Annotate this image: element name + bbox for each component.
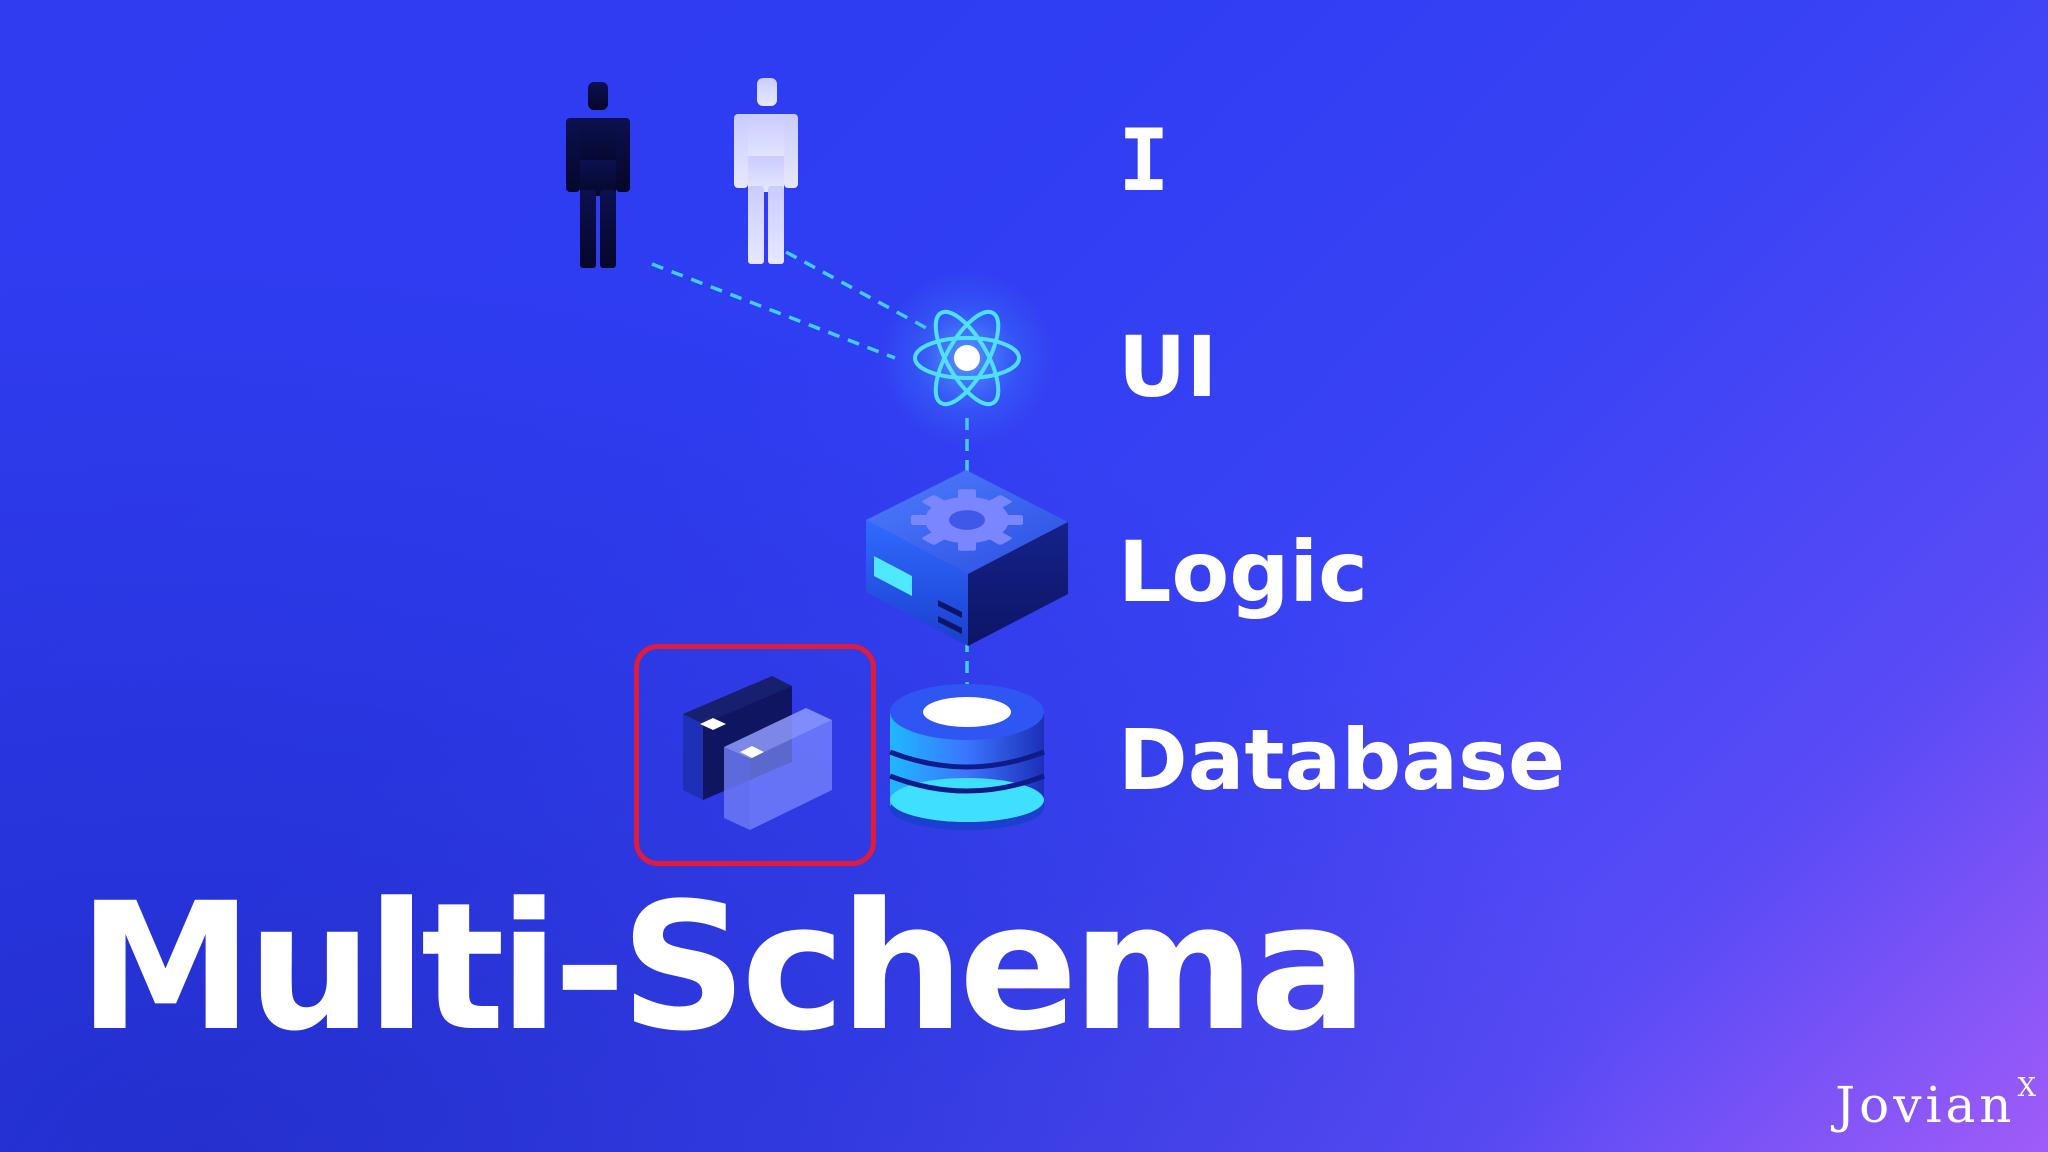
highlight-box [634, 644, 876, 866]
brand-logo: JovianX [1835, 1075, 2036, 1130]
layer-label-database: Database [1118, 711, 1566, 809]
brand-name: Jovian [1835, 1076, 2016, 1134]
brand-superscript: X [2017, 1073, 2036, 1103]
react-atom-icon [879, 270, 1055, 446]
layer-label-ui: UI [1118, 318, 1218, 416]
person-icon [566, 82, 630, 268]
page-title: Multi-Schema [78, 865, 1368, 1070]
person-icon [734, 78, 798, 264]
database-icon [889, 684, 1045, 830]
layer-label-logic: Logic [1118, 523, 1368, 621]
stacked-blocks-icon [683, 676, 832, 830]
connector-user-dark [651, 262, 896, 360]
layer-label-i: I [1118, 111, 1170, 211]
server-gear-icon [866, 470, 1068, 646]
